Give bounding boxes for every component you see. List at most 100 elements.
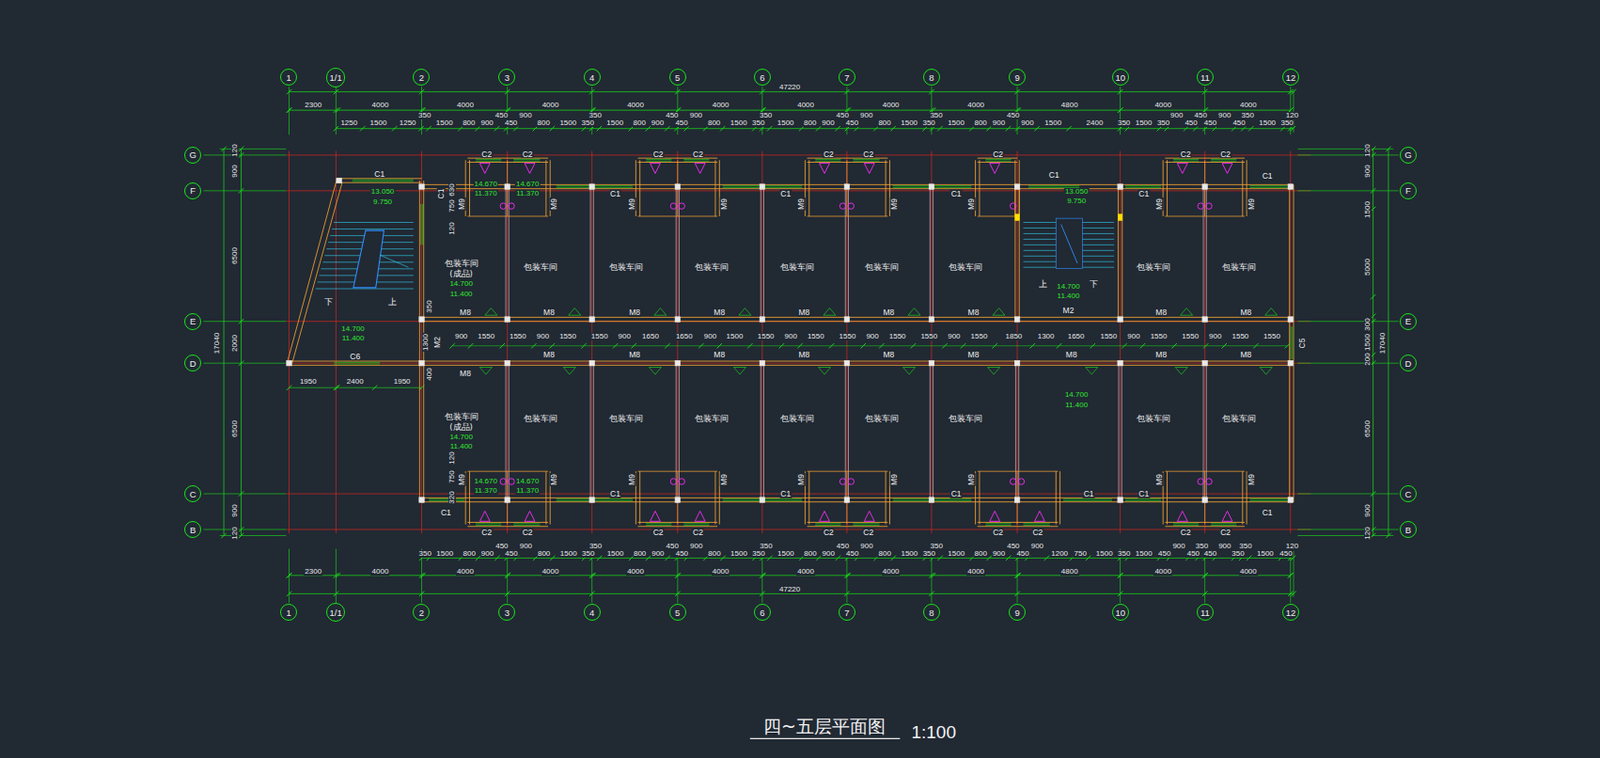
column (1287, 184, 1293, 189)
dimension-tick (238, 533, 244, 538)
dimension-text: 2000 (231, 333, 239, 353)
axis-line (285, 362, 1311, 364)
axis-label: 6 (759, 608, 765, 618)
dimension-text: 1550 (970, 332, 989, 341)
toilet-symbol (500, 478, 507, 486)
column (1117, 184, 1123, 189)
opening-tag: C1 (1082, 489, 1096, 499)
column (1014, 184, 1020, 189)
wall-line (639, 470, 641, 524)
dimension-text: 900 (1169, 111, 1184, 120)
dimension-text: 1650 (674, 332, 694, 341)
dimension-text: 2400 (345, 377, 365, 386)
dimension-tick (1370, 294, 1376, 299)
dimension-text: 4000 (796, 101, 816, 110)
dimension-tick (664, 125, 670, 131)
dimension-text: 450 (674, 549, 690, 558)
dimension-tick (797, 343, 802, 348)
dimension-text: 450 (1278, 549, 1293, 558)
axis-bubble: 2 (412, 68, 430, 86)
dimension-tick (504, 591, 510, 597)
wall-line (1164, 157, 1245, 159)
dimension-tick (1034, 125, 1039, 131)
dimension-tick (1246, 555, 1252, 561)
axis-line (676, 151, 678, 534)
dimension-text: 900 (1030, 542, 1045, 550)
opening-tag: C2 (691, 150, 705, 159)
axis-bubble: 5 (669, 603, 687, 621)
elevation-text: 11.370 (515, 189, 540, 198)
column (759, 497, 765, 502)
elevation-text: 14.670 (472, 180, 498, 189)
dimension-text: 1550 (1180, 332, 1200, 341)
dimension-text: 120 (231, 525, 239, 540)
column (674, 360, 680, 365)
column (844, 316, 849, 322)
room-name: 包装车间 (1221, 263, 1257, 272)
dimension-tick (844, 89, 849, 95)
wall-line (1166, 470, 1168, 524)
stair-direction: 下 (1088, 280, 1099, 289)
dimension-text: 750 (448, 469, 456, 484)
door-swing (818, 367, 832, 376)
extension-line (1297, 320, 1398, 322)
dimension-tick (1370, 490, 1376, 496)
window-line (1210, 160, 1237, 162)
window-line (1210, 524, 1237, 526)
column (1014, 497, 1020, 502)
dimension-line (335, 127, 1294, 129)
urinal-symbol (819, 510, 831, 521)
dimension-line (240, 148, 242, 535)
dimension-tick (580, 343, 586, 348)
axis-bubble: C (1399, 485, 1417, 502)
opening-tag: C1 (1261, 508, 1274, 518)
door-swing (738, 308, 752, 316)
dimension-tick (420, 572, 425, 578)
column (504, 360, 510, 365)
dimension-text: 2400 (1085, 119, 1105, 127)
wall-line (807, 525, 889, 527)
dimension-tick (590, 572, 596, 578)
window-line (815, 160, 841, 162)
dimension-tick (1016, 572, 1021, 578)
urinal-symbol (1176, 163, 1188, 174)
dimension-text: 350 (1230, 549, 1245, 558)
partition-line (763, 364, 765, 498)
dimension-text: 900 (1126, 332, 1141, 341)
dimension-text: 800 (972, 119, 988, 127)
elevation-text: 14.670 (515, 477, 540, 486)
dimension-text: 900 (1217, 111, 1232, 120)
dimension-line (289, 574, 1291, 576)
dimension-tick (549, 343, 555, 348)
dimension-tick (1117, 107, 1123, 112)
opening-tag: M8 (1239, 308, 1253, 317)
window-line (1125, 500, 1161, 502)
dimension-text: 450 (835, 542, 850, 550)
window-line (428, 498, 465, 500)
column (674, 497, 680, 502)
dimension-text: 300 (1364, 316, 1372, 331)
dimension-text: 800 (536, 549, 551, 558)
wall-line (808, 470, 810, 524)
dimension-text: 4000 (626, 567, 645, 576)
opening-tag: M9 (967, 197, 976, 211)
dimension-tick (333, 89, 339, 95)
wall-line (1059, 470, 1061, 524)
window-line (513, 524, 540, 526)
column (1117, 497, 1123, 502)
dimension-text: 350 (921, 119, 936, 127)
dimension-text: 4000 (966, 101, 986, 110)
axis-bubble: 9 (1008, 68, 1026, 86)
dimension-tick (419, 591, 424, 597)
dimension-tick (674, 591, 680, 597)
opening-tag: M9 (1155, 472, 1164, 487)
dimension-text: 350 (1238, 542, 1253, 550)
dimension-text: 900 (231, 164, 239, 179)
opening-tag: M9 (456, 197, 466, 211)
window-line (352, 179, 414, 181)
room-name: 包装车间 (863, 263, 900, 272)
scale-text: 1:100 (909, 722, 957, 741)
opening-tag: C1 (1137, 489, 1150, 499)
window-line (645, 522, 672, 524)
partition-line (590, 364, 592, 498)
